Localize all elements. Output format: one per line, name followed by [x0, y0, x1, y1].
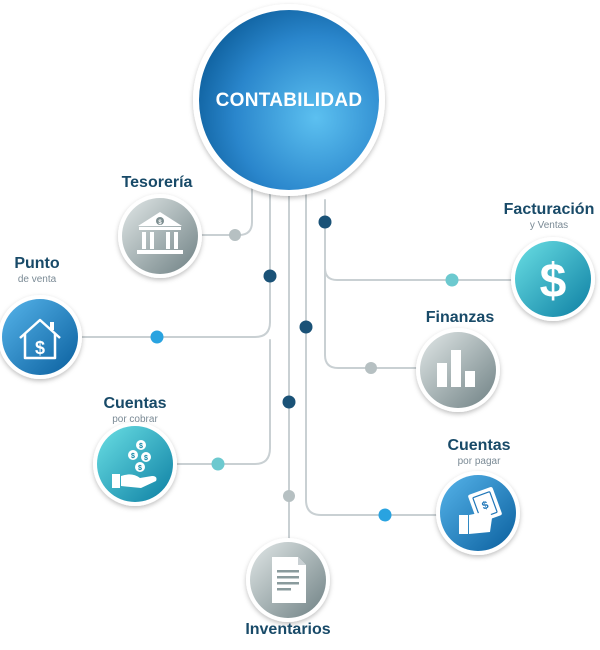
- hub-label: CONTABILIDAD: [215, 90, 363, 111]
- label-finanzas-title: Finanzas: [425, 309, 495, 326]
- hand-coins-icon: $$$$: [112, 440, 157, 488]
- dot-finanzas: [365, 362, 377, 374]
- label-tesoreria: Tesorería: [112, 174, 202, 192]
- label-cobrar-title: Cuentas: [103, 395, 167, 412]
- line-pagar: [305, 194, 441, 516]
- line-tesoreria: [199, 179, 253, 236]
- label-cobrar-subtitle: por cobrar: [112, 414, 158, 425]
- dot-pagar: [378, 508, 392, 522]
- cobrar-node[interactable]: $$$$: [93, 422, 177, 506]
- svg-text:$: $: [144, 455, 148, 462]
- label-punto-title: Punto: [14, 255, 60, 272]
- hub-node: [193, 4, 385, 196]
- dot-tesoreria: [229, 229, 241, 241]
- label-facturacion-subtitle: y Ventas: [529, 220, 569, 231]
- line-facturacion: [324, 221, 516, 281]
- line-punto: [79, 189, 271, 338]
- dot-inventarios: [283, 490, 295, 502]
- finanzas-node[interactable]: [416, 328, 500, 412]
- dot-facturacion: [445, 273, 459, 287]
- dot-hub-4: [318, 215, 332, 229]
- punto-node[interactable]: $: [0, 295, 82, 379]
- label-pagar: Cuentas por pagar: [434, 437, 524, 468]
- label-punto-subtitle: de venta: [17, 274, 57, 285]
- dollar-glyph: $: [35, 338, 45, 358]
- dot-cobrar: [211, 457, 225, 471]
- hand-cash-icon: $: [459, 487, 502, 534]
- svg-text:$: $: [480, 499, 490, 512]
- label-tesoreria-title: Tesorería: [121, 174, 193, 191]
- line-cobrar: [175, 339, 271, 465]
- connector-lines: [79, 179, 516, 541]
- svg-text:$: $: [139, 443, 143, 450]
- bank-icon: $: [137, 212, 183, 254]
- line-finanzas: [324, 199, 421, 369]
- house-dollar-icon: [19, 318, 61, 360]
- inventarios-node[interactable]: [246, 538, 330, 622]
- tesoreria-node[interactable]: $: [118, 194, 202, 278]
- bar-chart-icon: [437, 350, 475, 387]
- label-inventarios-title: Inventarios: [245, 621, 331, 638]
- svg-text:$: $: [131, 453, 135, 460]
- label-facturacion-title: Facturación: [503, 201, 595, 218]
- label-facturacion: Facturación y Ventas: [500, 201, 598, 232]
- facturacion-node[interactable]: $: [511, 237, 595, 321]
- dot-hub-1: [263, 269, 277, 283]
- label-finanzas: Finanzas: [415, 309, 505, 327]
- svg-text:$: $: [138, 465, 142, 472]
- label-inventarios: Inventarios: [238, 621, 338, 639]
- label-punto: Punto de venta: [2, 255, 72, 286]
- pagar-node[interactable]: $: [436, 471, 520, 555]
- dot-hub-3: [299, 320, 313, 334]
- dot-punto: [150, 330, 164, 344]
- label-pagar-subtitle: por pagar: [457, 456, 501, 467]
- dot-hub-2: [282, 395, 296, 409]
- document-icon: [272, 557, 306, 603]
- dollar-sign-icon: $: [540, 255, 567, 308]
- svg-text:$: $: [158, 220, 162, 226]
- label-pagar-title: Cuentas: [447, 437, 511, 454]
- connector-dots: [150, 215, 459, 522]
- label-cobrar: Cuentas por cobrar: [90, 395, 180, 426]
